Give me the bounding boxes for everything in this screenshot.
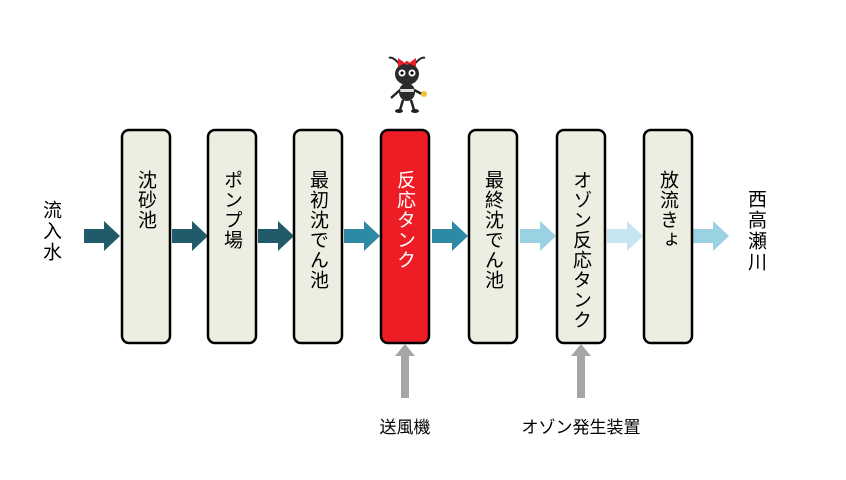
ant-mascot-icon [388,56,427,113]
stage-label: 最初沈でん池 [307,170,329,290]
feed-label: オゾン発生装置 [521,418,641,438]
stage-label: 最終沈でん池 [482,170,504,290]
stage-box [206,128,258,345]
flow-arrow [172,221,208,251]
stage-label: オゾン反応タンク [570,170,592,330]
stage-label: 反応タンク [394,170,416,270]
stage-box [120,128,172,345]
flow-arrow [693,221,729,251]
output-label: 西高瀬川 [745,189,767,273]
stage-label: ポンプ場 [221,170,243,250]
feed-arrow [395,344,415,398]
flow-arrow [607,221,643,251]
flow-arrow [520,221,556,251]
stage-box [292,128,344,345]
stage-box [642,128,694,345]
stage-box [555,128,607,345]
stage-label: 沈砂池 [135,170,157,230]
feed-label: 送風機 [379,418,431,438]
flow-arrow [258,221,294,251]
stage-box [379,128,431,345]
feed-arrow [571,344,591,398]
flow-arrow [432,221,468,251]
flow-arrow [344,221,380,251]
flow-arrow [84,221,120,251]
input-label: 流入水 [40,200,62,263]
stage-label: 放流きょ [657,170,679,250]
stage-box [467,128,519,345]
